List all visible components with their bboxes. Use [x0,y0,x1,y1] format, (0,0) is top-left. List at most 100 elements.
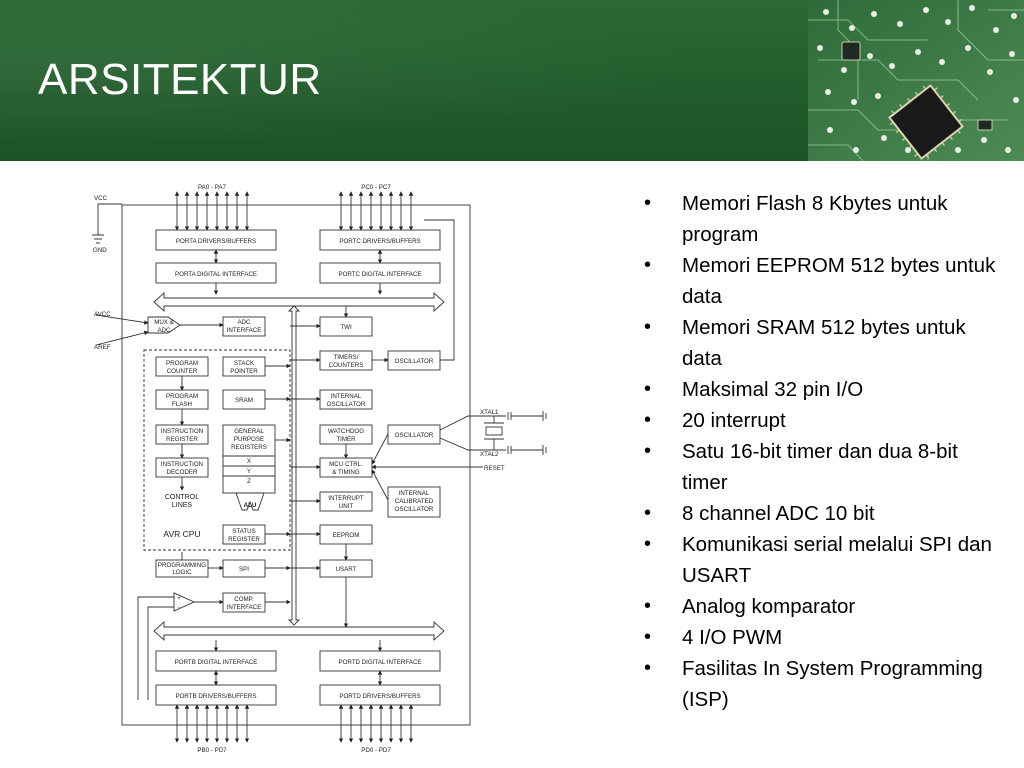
oscillator-top-label: OSCILLATOR [395,358,434,365]
bullet-item: • Fasilitas In System Programming (ISP) [640,653,1000,715]
internal-oscillator-label-2: OSCILLATOR [327,401,366,408]
instruction-decoder-label-2: DECODER [167,469,198,476]
stack-pointer-label-1: STACK [234,360,255,367]
portc-digital-label: PORTC DIGITAL INTERFACE [338,271,421,278]
oscillator-mid-label: OSCILLATOR [395,432,434,439]
stack-pointer-block [222,356,266,377]
bullet-dot-icon: • [644,192,652,214]
watchdog-timer-label-2: TIMER [336,436,356,443]
register-x-label: X [247,458,251,465]
gp-registers-label-2: PURPOSE [234,436,264,443]
bullet-item: • 20 interrupt [640,405,1000,436]
pin-label-pd: PD0 - PD7 [361,747,391,754]
internal-calibrated-label-3: OSCILLATOR [395,506,434,513]
bullet-item: •Memori EEPROM 512 bytes untuk data [640,250,1000,312]
interrupt-unit-label-2: UNIT [339,503,354,510]
avr-cpu-boundary [143,349,291,551]
data-bus-bottom [153,620,445,642]
internal-calibrated-label-1: INTERNAL [399,490,430,497]
mux-adc-label-1: MUX & [154,319,174,326]
instruction-register-label-2: REGISTER [166,436,198,443]
bullet-text: Maksimal 32 pin I/O [682,378,864,401]
portc-drivers-label: PORTC DRIVERS/BUFFERS [339,238,420,245]
slide-header: ARSITEKTUR [0,0,1024,161]
bullet-item: •Memori SRAM 512 bytes untuk data [640,312,1000,374]
bullet-dot-icon: • [644,657,652,679]
comp-interface-label-1: COMP. [234,596,254,603]
stack-pointer-label-2: POINTER [230,368,258,375]
alu-label: ALU [244,502,257,509]
porta-digital-label: PORTA DIGITAL INTERFACE [175,271,257,278]
pin-label-gnd: GND [93,247,107,254]
pin-label-pb: PB0 - PD7 [197,747,227,754]
portd-drivers-label: PORTD DRIVERS/BUFFERS [339,693,420,700]
bullet-text: Analog komparator [682,595,856,618]
status-register-block [222,524,266,545]
portd-digital-label: PORTD DIGITAL INTERFACE [338,659,421,666]
register-y-label: Y [247,468,251,475]
portc-pins [338,191,414,231]
sram-label: SRAM [235,397,253,404]
usart-label: USART [336,566,357,573]
circuit-board-photo [808,0,1024,161]
bullet-text: Satu 16-bit timer dan dua 8-bit timer [682,440,958,494]
comparator-minus-label: - [178,605,180,611]
comp-interface-label-2: INTERFACE [227,604,262,611]
pin-label-vcc: VCC [94,195,108,202]
bullet-item: •Satu 16-bit timer dan dua 8-bit timer [640,436,1000,498]
timers-counters-label-2: COUNTERS [329,362,364,369]
programming-logic-label-2: LOGIC [172,569,192,576]
bullet-dot-icon: • [644,409,652,431]
program-flash-label-1: PROGRAM [166,393,198,400]
instruction-register-label-1: INSTRUCTION [161,428,203,435]
feature-bullet-list: • Memori Flash 8 Kbytes untuk program •Me… [640,188,1000,715]
bullet-text: 8 channel ADC 10 bit [682,502,875,525]
pin-label-aref: AREF [94,344,111,351]
slide-title: ARSITEKTUR [38,55,322,104]
mux-adc-block [147,316,181,334]
bullet-item: • Memori Flash 8 Kbytes untuk program [640,188,1000,250]
sram-block [222,389,266,410]
program-flash-label-2: FLASH [172,401,192,408]
bullet-text: Komunikasi serial melalui SPI dan USART [682,533,992,587]
eeprom-label: EEPROM [333,532,360,539]
vcc-gnd-wiring [92,203,122,244]
pin-label-pc: PC0 - PC7 [361,184,391,191]
gp-registers-label-1: GENERAL [234,428,264,435]
adc-interface-label-2: INTERFACE [227,327,262,334]
comparator-plus-label: + [177,596,181,602]
alu-block [235,492,265,511]
instruction-decoder-label-1: INSTRUCTION [161,461,203,468]
twi-label: TWI [340,324,352,331]
avr-cpu-label: AVR CPU [163,529,200,539]
portb-digital-label: PORTB DIGITAL INTERFACE [175,659,258,666]
bullet-dot-icon: • [644,502,652,524]
pin-label-reset: RESET [484,465,505,472]
porta-drivers-label: PORTA DRIVERS/BUFFERS [176,238,256,245]
crystal-wiring [371,411,547,470]
control-lines-label-2: LINES [172,502,193,509]
watchdog-timer-label-1: WATCHDOG [328,428,364,435]
pin-label-xtal1: XTAL1 [480,409,499,416]
internal-calibrated-block [387,486,441,518]
bullet-dot-icon: • [644,595,652,617]
pin-label-pa: PA0 - PA7 [198,184,227,191]
control-lines-label-1: CONTROL [165,494,199,501]
bullet-dot-icon: • [644,254,652,276]
bullet-text: 20 interrupt [682,409,786,432]
data-bus-top [153,291,445,313]
bullet-dot-icon: • [644,533,652,555]
bullet-text: Memori Flash 8 Kbytes untuk program [682,192,948,246]
mcu-ctrl-label-2: & TIMING [332,469,360,476]
adc-interface-label-1: ADC [237,319,251,326]
bullet-dot-icon: • [644,316,652,338]
portb-drivers-label: PORTB DRIVERS/BUFFERS [175,693,256,700]
status-register-label-1: STATUS [232,528,256,535]
timers-counters-label-1: TIMERS/ [333,354,358,361]
bullet-item: •4 I/O PWM [640,622,1000,653]
portd-pins [338,704,414,743]
program-counter-label-1: PROGRAM [166,360,198,367]
bullet-text: Fasilitas In System Programming (ISP) [682,657,983,711]
porta-pins [174,191,250,231]
internal-calibrated-label-2: CALIBRATED [395,498,434,505]
